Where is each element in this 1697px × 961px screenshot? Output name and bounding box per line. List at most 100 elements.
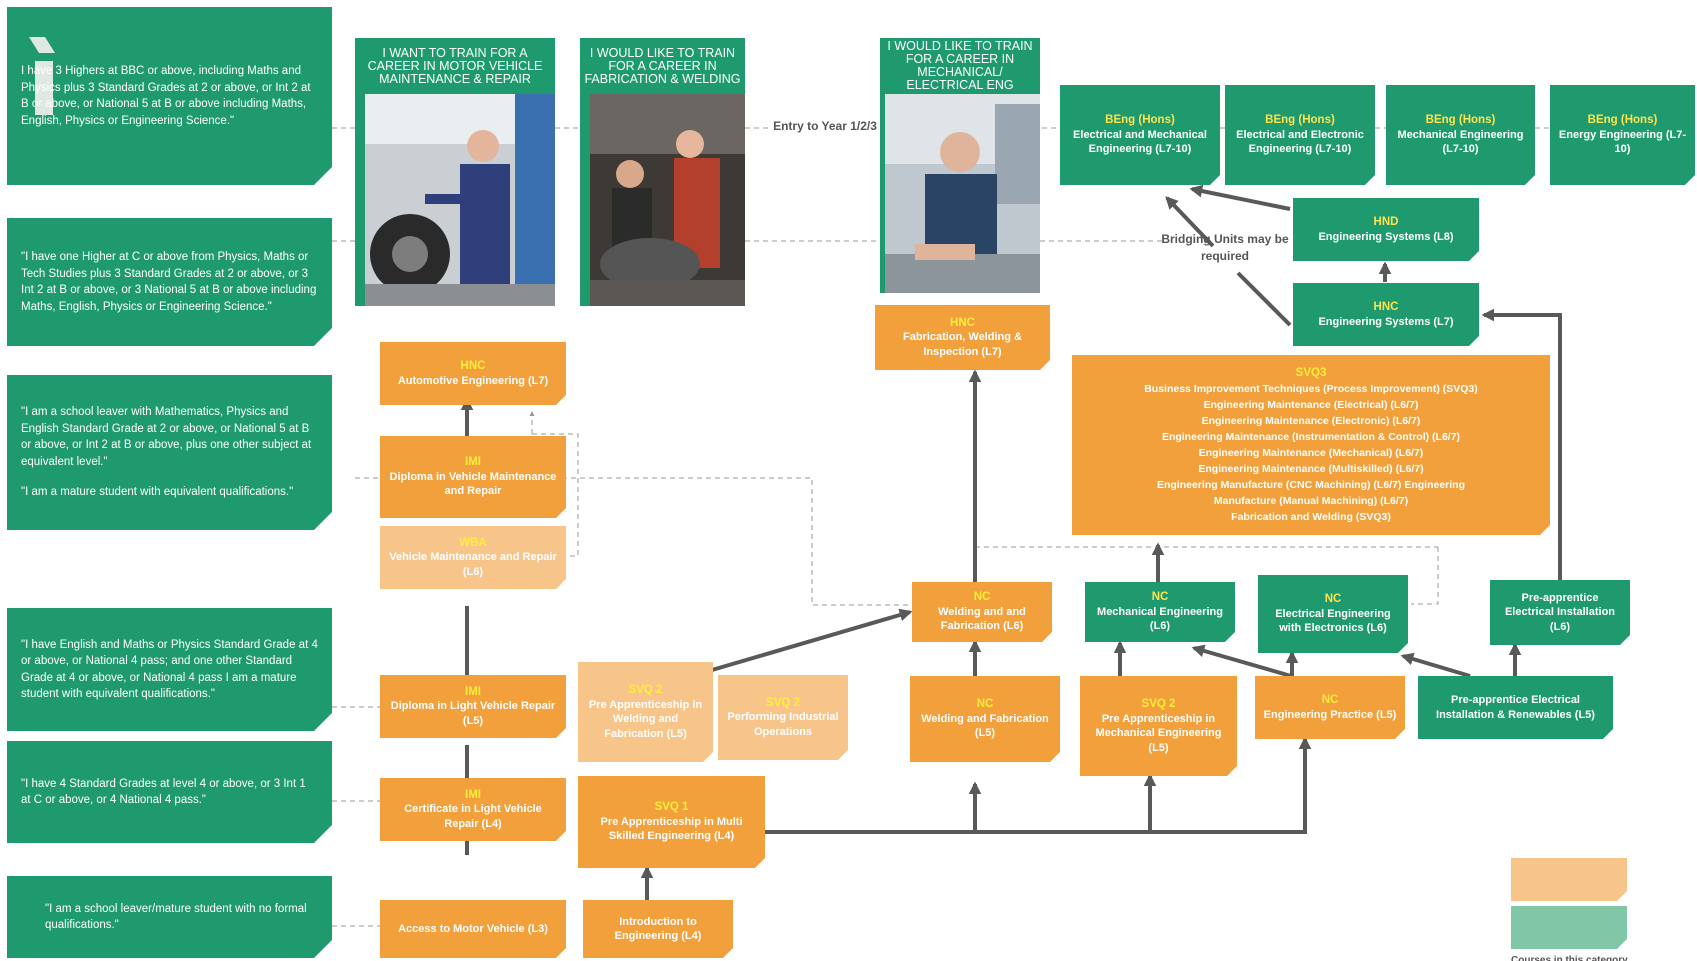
node-tag: WBA [459, 536, 487, 549]
node-tag: BEng (Hons) [1587, 114, 1658, 127]
node-title: Welding and and Fabrication (L6) [938, 605, 1026, 633]
node-hnd-engineering-systems[interactable]: HND Engineering Systems (L8) [1293, 198, 1479, 261]
svq3-item: Engineering Maintenance (Electronic) (L6… [1201, 415, 1421, 427]
entry-text: "I have one Higher at C or above from Ph… [21, 251, 317, 313]
entry-text: "I am a school leaver/mature student wit… [45, 902, 307, 931]
mechanic-photo [365, 94, 555, 306]
node-nc-electrical-electronics[interactable]: NC Electrical Engineering with Electroni… [1258, 575, 1408, 653]
svq3-item: Manufacture (Manual Machining) (L6/7) [1213, 495, 1409, 507]
node-tag: NC [1321, 694, 1339, 706]
node-svq2-pre-app-mechanical[interactable]: SVQ 2 Pre Apprenticeship in Mechanical E… [1080, 676, 1237, 776]
node-title: Pre Apprenticeship in Mechanical Enginee… [1095, 712, 1222, 754]
node-title: Electrical Engineering with Electronics … [1275, 607, 1391, 635]
entry-text: "I have English and Maths or Physics Sta… [21, 638, 318, 700]
career-card-mech-elec: I WOULD LIKE TO TRAIN FOR A CAREER IN ME… [880, 38, 1040, 293]
node-title: Engineering Practice (L5) [1263, 708, 1397, 721]
node-title: Diploma in Vehicle Maintenance and Repai… [389, 470, 557, 498]
node-tag: SVQ 2 [1141, 698, 1176, 710]
welding-photo [590, 94, 745, 306]
logo-icon [27, 35, 57, 117]
node-title: Engineering Systems (L7) [1318, 315, 1454, 328]
entry-text: "I am a school leaver with Mathematics, … [21, 406, 312, 468]
node-tag: BEng (Hons) [1105, 114, 1175, 127]
node-title: Performing Industrial Operations [727, 711, 839, 738]
node-beng-energy[interactable]: BEng (Hons) Energy Engineering (L7-10) [1550, 85, 1695, 185]
node-title: Engineering Systems (L8) [1318, 230, 1454, 243]
entry-statement-no-quals: "I am a school leaver/mature student wit… [7, 876, 332, 958]
node-imi-diploma-vehicle-maintenance[interactable]: IMI Diploma in Vehicle Maintenance and R… [380, 436, 566, 518]
node-tag: NC [973, 591, 991, 604]
node-tag: NC [1151, 591, 1169, 604]
node-title: Access to Motor Vehicle (L3) [398, 922, 548, 935]
node-tag: IMI [465, 788, 481, 801]
node-hnc-engineering-systems[interactable]: HNC Engineering Systems (L7) [1293, 283, 1479, 346]
node-title: Pre-apprentice Electrical Installation &… [1436, 694, 1595, 721]
node-hnc-automotive[interactable]: HNC Automotive Engineering (L7) [380, 342, 566, 405]
entry-statement-school-leaver: "I am a school leaver with Mathematics, … [7, 375, 332, 530]
node-beng-mechanical[interactable]: BEng (Hons) Mechanical Engineering (L7-1… [1386, 85, 1535, 185]
node-tag: NC [1324, 593, 1342, 606]
node-tag: HNC [950, 316, 975, 329]
node-wba-vehicle-maintenance[interactable]: WBA Vehicle Maintenance and Repair (L6) [380, 526, 566, 589]
node-title: Pre Apprenticeship in Welding and Fabric… [588, 698, 703, 740]
node-hnc-fabrication-welding[interactable]: HNC Fabrication, Welding & Inspection (L… [875, 305, 1050, 370]
node-nc-welding-fabrication-l6[interactable]: NC Welding and and Fabrication (L6) [912, 582, 1052, 642]
node-tag: SVQ3 [1295, 367, 1327, 379]
node-beng-electrical-mechanical[interactable]: BEng (Hons) Electrical and Mechanical En… [1060, 85, 1220, 185]
node-title: Welding and Fabrication (L5) [921, 712, 1049, 740]
node-svq2-pre-app-welding[interactable]: SVQ 2 Pre Apprenticeship in Welding and … [578, 662, 713, 762]
node-introduction-to-engineering[interactable]: Introduction to Engineering (L4) [583, 900, 733, 958]
node-tag: SVQ 2 [766, 696, 800, 709]
legend-caption: Courses in this category [1511, 955, 1628, 961]
node-nc-engineering-practice[interactable]: NC Engineering Practice (L5) [1255, 676, 1405, 739]
legend-swatch-orange [1511, 858, 1627, 901]
bridging-units-label: Bridging Units may be required [1161, 232, 1289, 263]
node-tag: HND [1373, 216, 1399, 228]
engineering-student-photo [885, 94, 1040, 293]
entry-text: "I am a mature student with equivalent q… [21, 486, 294, 499]
svq3-item: Engineering Maintenance (Instrumentation… [1161, 431, 1461, 443]
node-tag: BEng (Hons) [1265, 114, 1335, 127]
node-tag: HNC [1373, 301, 1399, 313]
career-card-title: I WOULD LIKE TO TRAIN FOR A CAREER IN FA… [584, 45, 741, 86]
node-pre-apprentice-renewables[interactable]: Pre-apprentice Electrical Installation &… [1418, 676, 1613, 739]
entry-year-label: Entry to Year 1/2/3 [773, 119, 877, 133]
career-card-title: I WOULD LIKE TO TRAIN FOR A CAREER IN ME… [887, 39, 1033, 92]
legend: Courses in this category [1511, 858, 1697, 961]
node-title: Mechanical Engineering (L6) [1097, 605, 1223, 633]
node-title: Pre Apprenticeship in Multi Skilled Engi… [600, 815, 743, 843]
node-title: Diploma in Light Vehicle Repair (L5) [390, 700, 556, 727]
node-pre-apprentice-electrical-installation[interactable]: Pre-apprentice Electrical Installation (… [1490, 580, 1630, 645]
svq3-item: Engineering Maintenance (Mechanical) (L6… [1198, 447, 1424, 459]
node-nc-mechanical-engineering[interactable]: NC Mechanical Engineering (L6) [1085, 582, 1235, 642]
node-svq3-list[interactable]: SVQ3 Business Improvement Techniques (Pr… [1072, 355, 1550, 535]
node-nc-welding-fabrication-l5[interactable]: NC Welding and Fabrication (L5) [910, 676, 1060, 762]
node-title: Vehicle Maintenance and Repair (L6) [389, 551, 557, 578]
entry-statement-highers: I have 3 Highers at BBC or above, includ… [7, 7, 332, 185]
node-tag: BEng (Hons) [1425, 114, 1496, 127]
career-card-motor-vehicle: I WANT TO TRAIN FOR A CAREER IN MOTOR VE… [355, 38, 555, 306]
svq3-item: Fabrication and Welding (SVQ3) [1231, 511, 1391, 523]
node-title: Electrical and Mechanical Engineering (L… [1073, 128, 1207, 156]
node-imi-certificate-light-vehicle[interactable]: IMI Certificate in Light Vehicle Repair … [380, 778, 566, 841]
node-title: Certificate in Light Vehicle Repair (L4) [404, 803, 542, 830]
node-tag: NC [976, 698, 994, 711]
node-svq2-performing-industrial[interactable]: SVQ 2 Performing Industrial Operations [718, 675, 848, 760]
node-access-motor-vehicle[interactable]: Access to Motor Vehicle (L3) [380, 900, 566, 958]
node-title: Mechanical Engineering (L7-10) [1397, 128, 1524, 156]
node-title: Automotive Engineering (L7) [397, 374, 549, 387]
node-title: Introduction to Engineering (L4) [614, 915, 702, 942]
svq3-item: Engineering Maintenance (Multiskilled) (… [1198, 463, 1424, 475]
node-imi-diploma-light-vehicle[interactable]: IMI Diploma in Light Vehicle Repair (L5) [380, 675, 566, 738]
entry-statement-standard-grade: "I have English and Maths or Physics Sta… [7, 608, 332, 731]
node-tag: SVQ 2 [628, 684, 663, 696]
node-beng-electrical-electronic[interactable]: BEng (Hons) Electrical and Electronic En… [1225, 85, 1375, 185]
svq3-item: Engineering Manufacture (CNC Machining) … [1156, 479, 1466, 491]
node-title: Electrical and Electronic Engineering (L… [1236, 128, 1364, 156]
career-card-title: I WANT TO TRAIN FOR A CAREER IN MOTOR VE… [367, 45, 543, 86]
node-title: Pre-apprentice Electrical Installation (… [1504, 591, 1616, 633]
node-tag: IMI [465, 456, 481, 469]
entry-statement-four-standard: "I have 4 Standard Grades at level 4 or … [7, 741, 332, 843]
node-svq1-multi-skilled[interactable]: SVQ 1 Pre Apprenticeship in Multi Skille… [578, 776, 765, 868]
svq3-item: Engineering Maintenance (Electrical) (L6… [1203, 399, 1419, 411]
